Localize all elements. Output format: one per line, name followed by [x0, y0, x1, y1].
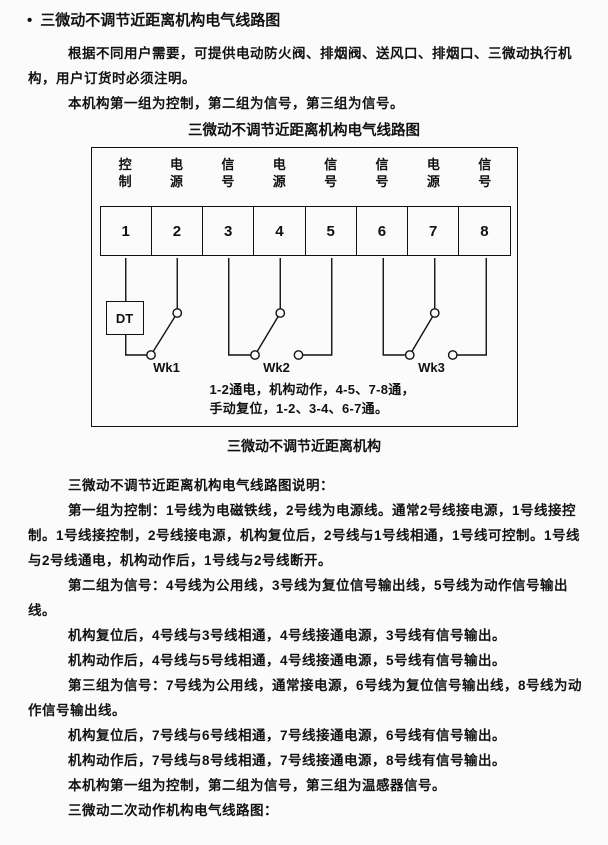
note-paragraph-5: 机构动作后，4号线与5号线相通，4号线接通电源，5号线有信号输出。: [68, 653, 507, 668]
intro-paragraph-1: 根据不同用户需要，可提供电动防火阀、排烟阀、送风口、排烟口、三微动执行机构，用户…: [28, 46, 572, 86]
switch-blade-wk3: [410, 316, 433, 352]
terminal-strip: 1 2 3 4 5 6 7 8: [99, 206, 511, 256]
wire-terminal-8: [456, 258, 487, 356]
terminal-cell-7: 7: [408, 207, 460, 255]
terminal-label-1: 控 制: [118, 157, 132, 189]
circuit-diagram: 控 制 电 源 信 号 电 源 信 号 信 号 电 源 信 号 1 2 3 4 …: [90, 147, 518, 427]
switch-label-wk1: Wk1: [153, 360, 180, 375]
diagram-note: 1-2通电，机构动作，4-5、7-8通， 手动复位，1-2、3-4、6-7通。: [210, 380, 415, 418]
bullet-marker: •: [27, 12, 33, 29]
intro-paragraph-2: 本机构第一组为控制，第二组为信号，第三组为信号。: [68, 96, 404, 111]
switch-label-wk3: Wk3: [418, 360, 445, 375]
diagram-caption: 三微动不调节近距离机构: [227, 438, 381, 454]
wire-terminal-3: [227, 258, 251, 356]
diagram-title: 三微动不调节近距离机构电气线路图: [188, 123, 420, 139]
diagram-note-line-1: 1-2通电，机构动作，4-5、7-8通，: [209, 382, 415, 397]
contact-wk2-action: [293, 350, 303, 360]
contact-wk2-common: [274, 308, 285, 318]
contact-wk3-common: [429, 308, 440, 318]
wire-terminal-5: [302, 258, 332, 356]
contact-wk1-reset: [145, 350, 156, 360]
terminal-label-6: 信 号: [375, 157, 389, 189]
wire-dt-to-contact: [124, 335, 147, 356]
terminal-label-2: 电 源: [170, 157, 184, 189]
terminal-cell-8: 8: [480, 222, 489, 240]
terminal-cell-6: 6: [357, 207, 408, 255]
contact-wk3-reset: [404, 350, 415, 360]
switch-label-wk2: Wk2: [263, 360, 290, 375]
note-paragraph-3: 第二组为信号：4号线为公用线，3号线为复位信号输出线，5号线为动作信号输出线。: [28, 578, 569, 618]
note-paragraph-10: 三微动二次动作机构电气线路图：: [68, 803, 278, 818]
contact-wk1-common: [171, 308, 182, 318]
terminal-label-4: 电 源: [272, 157, 286, 189]
terminal-cell-4: 4: [254, 207, 306, 255]
note-paragraph-7: 机构复位后，7号线与6号线相通，7号线接通电源，6号线有信号输出。: [68, 728, 507, 743]
terminal-cell-2: 2: [152, 207, 203, 255]
terminal-label-7: 电 源: [426, 157, 440, 189]
terminal-cell-5: 5: [306, 207, 357, 255]
terminal-label-8: 信 号: [478, 157, 492, 189]
note-paragraph-8: 机构动作后，7号线与8号线相通，7号线接通电源，8号线有信号输出。: [68, 753, 507, 768]
note-paragraph-9: 本机构第一组为控制，第二组为信号，第三组为温感器信号。: [68, 778, 446, 793]
terminal-labels-row: 控 制 电 源 信 号 电 源 信 号 信 号 电 源 信 号: [100, 156, 511, 190]
contact-wk2-reset: [249, 350, 260, 360]
note-paragraph-6: 第三组为信号：7号线为公用线，通常接电源，6号线为复位信号输出线，8号线为动作信…: [28, 678, 583, 718]
section-heading: • 三微动不调节近距离机构电气线路图: [0, 0, 608, 30]
note-paragraph-4: 机构复位后，4号线与3号线相通，4号线接通电源，3号线有信号输出。: [68, 628, 507, 643]
switch-blade-wk1: [152, 316, 176, 352]
note-paragraph-2: 第一组为控制：1号线为电磁铁线，2号线为电源线。通常2号线接电源，1号线接控制。…: [28, 503, 581, 568]
contact-wk3-action: [447, 350, 458, 360]
notes-section: 三微动不调节近距离机构电气线路图说明： 第一组为控制：1号线为电磁铁线，2号线为…: [0, 473, 608, 823]
wiring-lines: [124, 258, 487, 360]
terminal-cell-1: 1: [101, 207, 152, 255]
terminal-label-3: 信 号: [221, 157, 235, 189]
switch-blade-wk2: [255, 316, 279, 352]
note-paragraph-1: 三微动不调节近距离机构电气线路图说明：: [68, 478, 334, 493]
dt-coil-box: DT: [105, 301, 144, 335]
terminal-cell-3: 3: [203, 207, 255, 255]
diagram-note-line-2: 手动复位，1-2、3-4、6-7通。: [209, 401, 389, 416]
wire-terminal-6: [382, 258, 405, 356]
terminal-label-5: 信 号: [324, 157, 338, 189]
section-heading-text: 三微动不调节近距离机构电气线路图: [40, 12, 281, 29]
